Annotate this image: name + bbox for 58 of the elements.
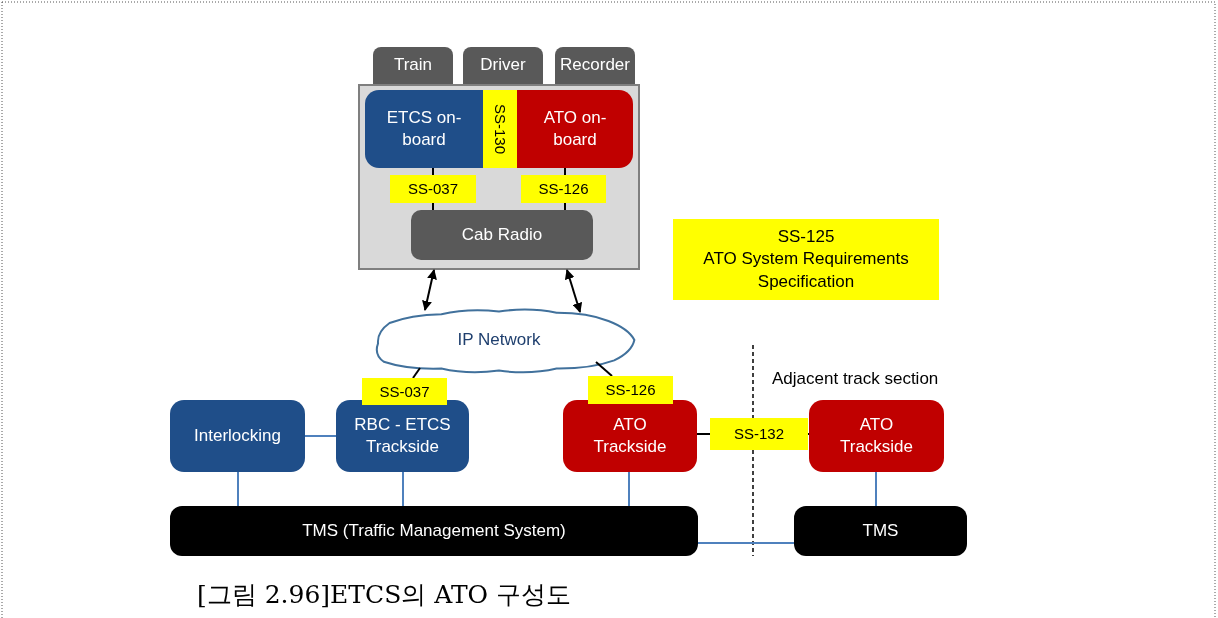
box-label: ATO Trackside: [592, 413, 668, 458]
connector-line: [412, 367, 421, 379]
spec-tag: [390, 175, 476, 203]
system-box: [411, 210, 593, 260]
system-box: [563, 400, 697, 472]
system-box: [809, 400, 944, 472]
system-box: [794, 506, 967, 556]
connector-line: [402, 471, 404, 507]
connector-line: [432, 167, 434, 176]
box-label: IP Network: [457, 328, 541, 351]
box-label: SS-037: [407, 179, 458, 199]
spec-tag: [710, 418, 808, 450]
box-label: SS-126: [605, 380, 656, 400]
system-box: [170, 400, 305, 472]
spec-tag-label: SS-130: [490, 103, 510, 154]
box-label: ATO on-board: [542, 106, 608, 151]
spec-note: [673, 219, 939, 300]
box-label: Recorder: [560, 54, 630, 77]
onboard-unit-panel: [358, 84, 640, 270]
box-label: ATO System Requirements Specification: [702, 248, 910, 293]
box-label: Driver: [480, 54, 526, 77]
connector-line: [696, 433, 711, 435]
spec-tag: [588, 376, 673, 404]
connector-line: [875, 471, 877, 507]
box-label: ETCS on-board: [385, 106, 463, 151]
arrow: [422, 269, 437, 311]
system-box: [336, 400, 469, 472]
interface-tab: [555, 47, 635, 84]
box-label: SS-126: [538, 179, 589, 199]
spec-tag: [521, 175, 606, 203]
system-box: [517, 90, 633, 168]
system-box: [365, 90, 483, 168]
connector-line: [564, 202, 566, 211]
box-label: SS-132: [733, 424, 784, 444]
box-label: Cab Radio: [461, 223, 543, 246]
box-label: TMS: [862, 519, 899, 542]
connector-line: [237, 471, 239, 507]
interface-tab: [463, 47, 543, 84]
spec-title: SS-125: [777, 226, 835, 249]
connector-line: [304, 435, 337, 437]
connector-line: [697, 542, 795, 544]
connector-line: [432, 202, 434, 211]
box-label: ATO Trackside: [838, 413, 915, 458]
connector-line: [628, 471, 630, 507]
box-label: Train: [393, 54, 433, 77]
box-label: SS-037: [379, 381, 430, 402]
section-label: Adjacent track section: [772, 369, 939, 389]
spec-tag: [483, 90, 517, 168]
box-label: TMS (Traffic Management System): [302, 519, 566, 542]
spec-tag: [362, 378, 447, 405]
connector-line: [595, 361, 613, 377]
connector-line: [564, 167, 566, 176]
figure-caption: [그림 2.96]ETCS의 ATO 구성도: [197, 579, 572, 611]
system-box: [170, 506, 698, 556]
box-label: Interlocking: [194, 424, 281, 447]
arrow: [564, 269, 583, 313]
box-label: RBC - ETCS Trackside: [353, 413, 452, 458]
interface-tab: [373, 47, 453, 84]
